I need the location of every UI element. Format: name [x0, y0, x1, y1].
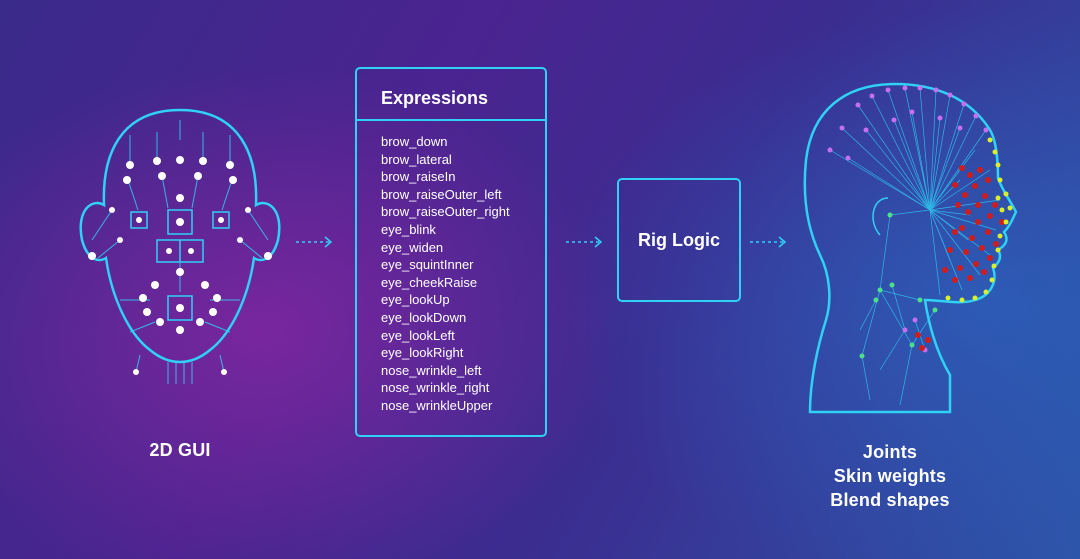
expression-item: brow_raiseIn: [381, 169, 456, 185]
expression-item: nose_wrinkle_right: [381, 380, 490, 396]
expression-item: eye_blink: [381, 221, 436, 237]
expression-item: eye_squintInner: [381, 257, 474, 273]
expression-item: eye_lookRight: [381, 345, 464, 361]
output-line: Skin weights: [833, 466, 947, 486]
rig-logic-label: Rig Logic: [638, 229, 720, 250]
joint-dots-face: [915, 165, 1005, 351]
expression-item: brow_lateral: [381, 151, 452, 167]
expression-item: brow_raiseOuter_right: [381, 204, 510, 220]
joint-dots-edge: [945, 137, 1013, 303]
joint-dots-neck: [859, 212, 938, 359]
expression-item: eye_widen: [381, 239, 444, 255]
gui-caption: 2D GUI: [149, 440, 211, 460]
joint-dots-top: [827, 85, 989, 353]
expression-item: brow_down: [381, 134, 448, 149]
expression-item: eye_lookUp: [381, 292, 450, 308]
arrow-icon: [296, 236, 333, 248]
expressions-title: Expressions: [357, 69, 545, 121]
output-line: Blend shapes: [830, 490, 950, 510]
gui-head-icon: [79, 108, 281, 384]
expression-item: nose_wrinkle_left: [381, 362, 482, 378]
head-rig-icon: [803, 82, 1018, 414]
expression-item: eye_cheekRaise: [381, 274, 478, 290]
expression-item: eye_lookLeft: [381, 327, 455, 343]
rig-logic-box: Rig Logic: [617, 178, 741, 302]
expression-item: eye_lookDown: [381, 309, 467, 325]
output-line: Joints: [862, 442, 918, 462]
expression-item: brow_raiseOuter_left: [381, 186, 502, 202]
gui-control-dots: [88, 156, 272, 375]
expressions-panel: Expressions brow_down brow_lateral brow_ra…: [355, 67, 547, 437]
expression-item: nose_wrinkleUpper: [381, 397, 493, 413]
arrow-icon: [750, 236, 787, 248]
output-caption: Joints Skin weights Blend shapes: [780, 440, 1000, 512]
arrow-icon: [566, 236, 603, 248]
